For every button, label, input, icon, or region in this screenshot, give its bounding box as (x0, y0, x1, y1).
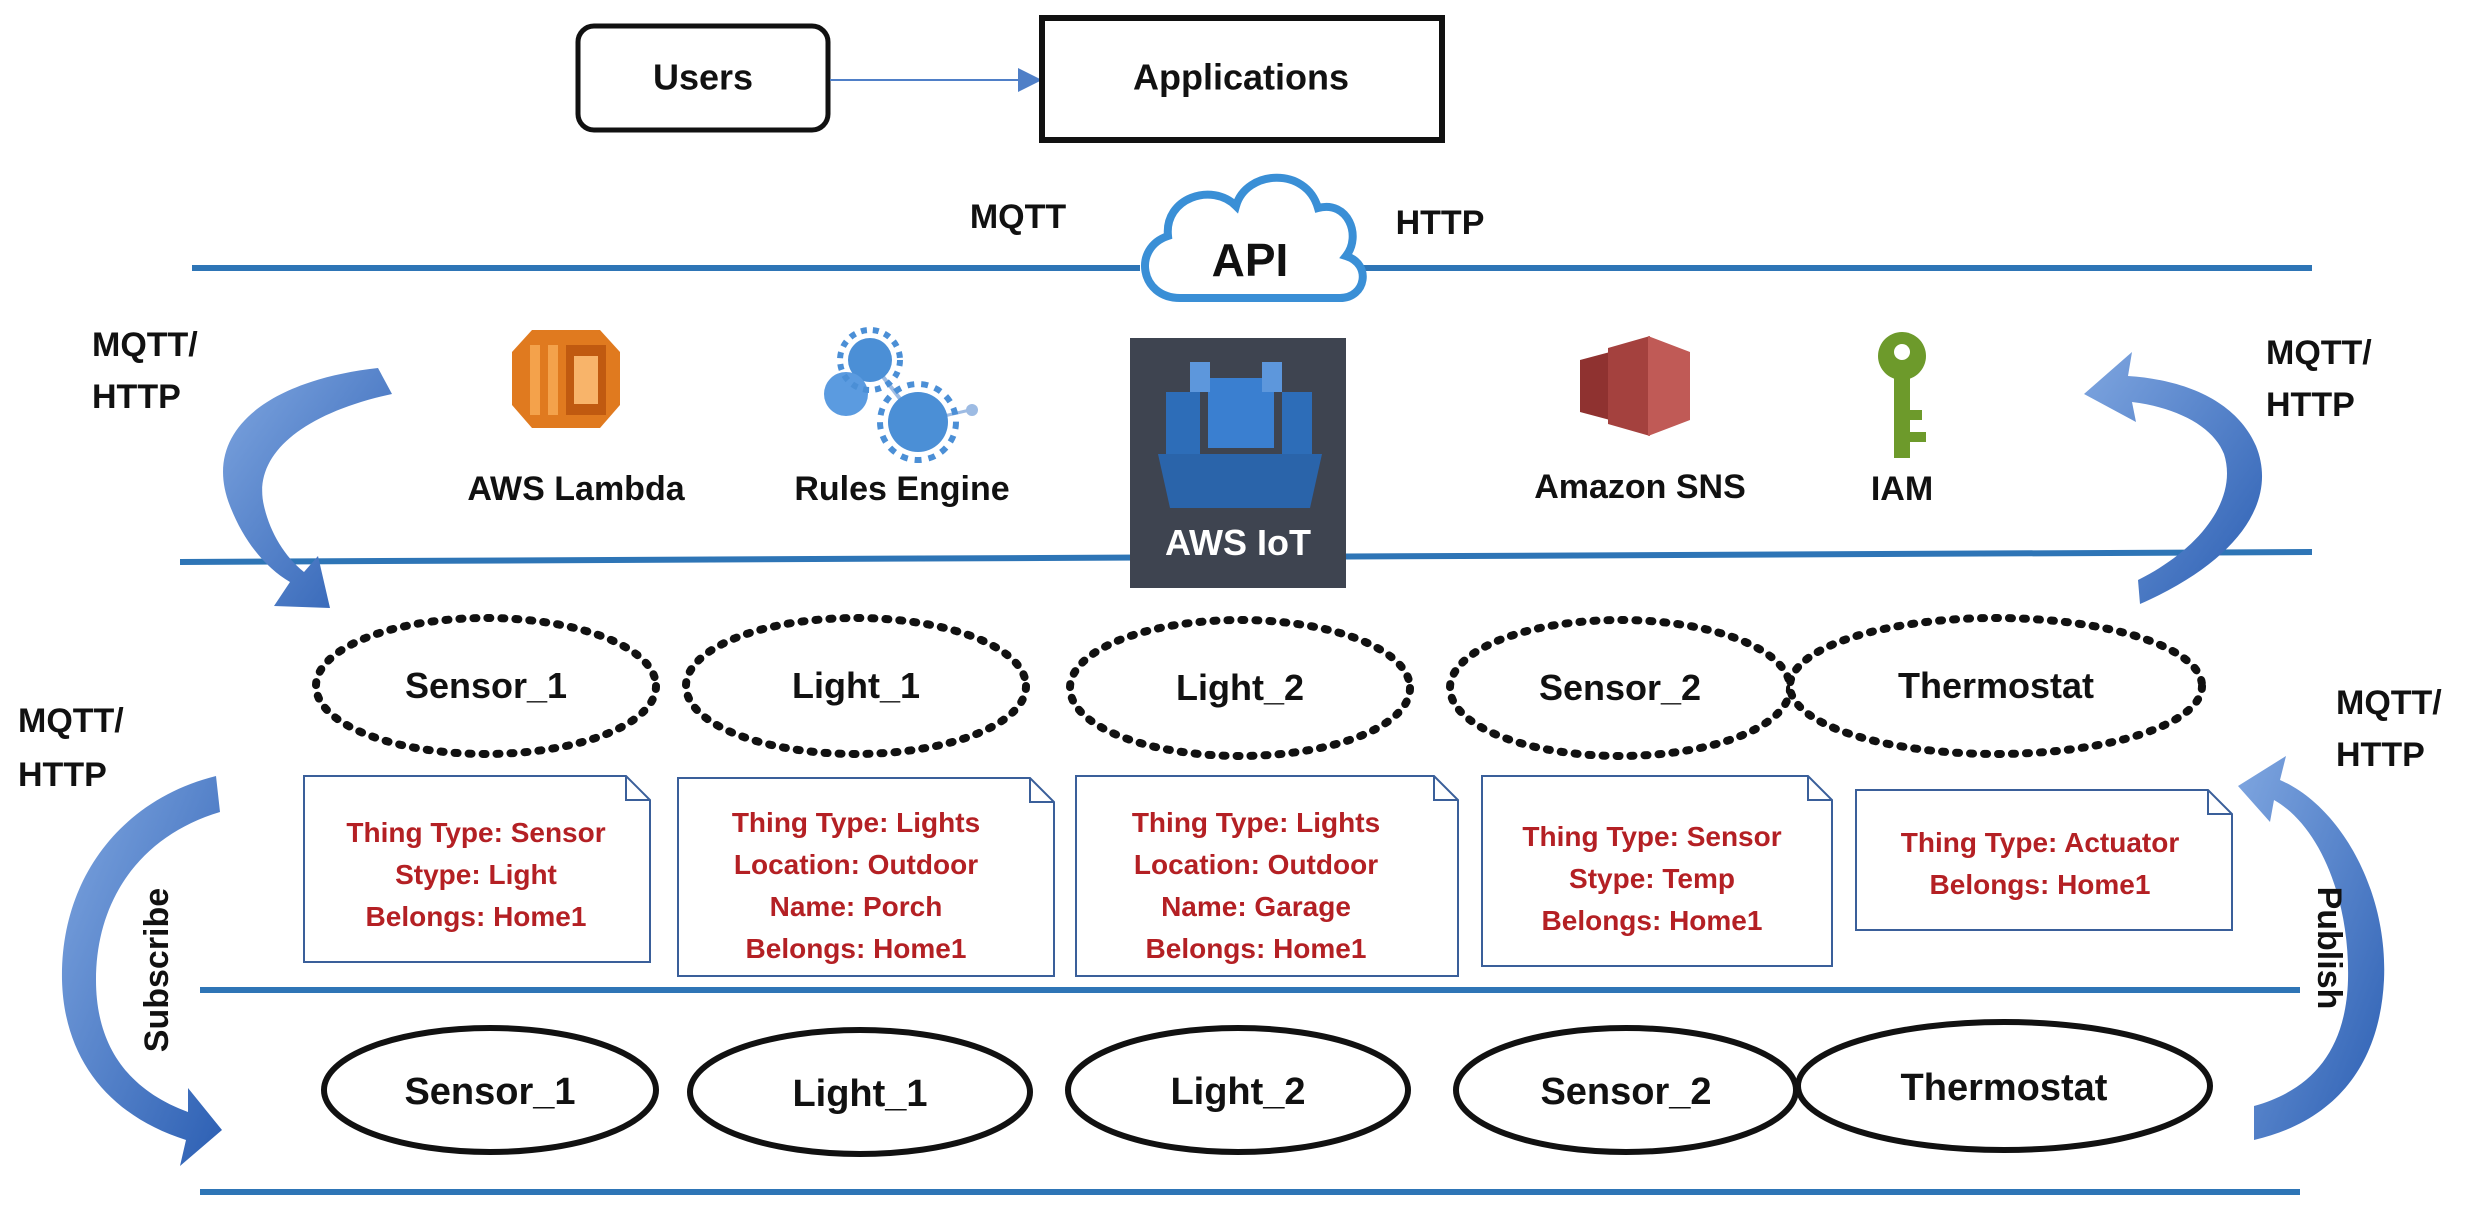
attribute-document: Thing Type: Lights Location: Outdoor Nam… (1075, 775, 1459, 977)
device-name: Thermostat (1901, 1067, 2108, 1109)
upper-right-protocol-line2: HTTP (2266, 386, 2355, 424)
upper-left-curved-arrow-icon (223, 368, 392, 608)
shadow-name: Light_1 (792, 665, 920, 706)
users-node: Users (575, 23, 831, 133)
attribute-line: Belongs: Home1 (1930, 869, 2151, 900)
attribute-document: Thing Type: Sensor Stype: Temp Belongs: … (1481, 775, 1833, 967)
attribute-line: Thing Type: Actuator (1901, 827, 2180, 858)
attribute-line: Belongs: Home1 (746, 933, 967, 964)
upper-right-curved-arrow-icon (2084, 352, 2263, 604)
publish-curved-arrow-icon (2238, 756, 2385, 1140)
device-ellipse: Sensor_1 (321, 1025, 659, 1155)
attribute-line: Thing Type: Sensor (1522, 821, 1781, 852)
device-ellipse: Thermostat (1795, 1019, 2213, 1153)
shadow-name: Thermostat (1898, 665, 2094, 706)
aws-iot-tile: AWS IoT (1130, 338, 1346, 588)
attribute-line: Stype: Light (395, 859, 557, 890)
iam-label: IAM (1871, 470, 1933, 508)
attribute-line: Location: Outdoor (734, 849, 978, 880)
attribute-document: Thing Type: Actuator Belongs: Home1 (1855, 789, 2233, 931)
attribute-line: Belongs: Home1 (1542, 905, 1763, 936)
subscribe-curved-arrow-icon (61, 776, 222, 1166)
users-label: Users (653, 57, 753, 98)
attribute-line: Name: Porch (770, 891, 943, 922)
device-ellipse: Sensor_2 (1453, 1025, 1799, 1155)
attribute-line: Thing Type: Lights (732, 807, 980, 838)
attribute-line: Thing Type: Sensor (346, 817, 605, 848)
attribute-line: Thing Type: Lights (1132, 807, 1380, 838)
applications-node: Applications (1039, 15, 1445, 143)
lambda-icon (512, 330, 620, 428)
shadow-ellipse: Light_1 (682, 614, 1030, 758)
attribute-document: Thing Type: Sensor Stype: Light Belongs:… (303, 775, 651, 963)
lower-left-protocol-line2: HTTP (18, 756, 107, 794)
lower-left-protocol-line1: MQTT/ (18, 702, 124, 740)
attribute-line: Belongs: Home1 (1146, 933, 1367, 964)
applications-label: Applications (1133, 57, 1349, 98)
rules-engine-label: Rules Engine (794, 470, 1009, 508)
device-ellipse: Light_2 (1065, 1025, 1411, 1155)
attribute-line: Location: Outdoor (1134, 849, 1378, 880)
shadow-name: Light_2 (1176, 667, 1304, 708)
aws-iot-icon (1158, 362, 1322, 508)
sns-icon (1580, 336, 1690, 436)
upper-left-protocol-line1: MQTT/ (92, 326, 198, 364)
shadow-ellipse: Sensor_1 (312, 614, 660, 758)
attribute-line: Name: Garage (1161, 891, 1351, 922)
api-cloud-icon: API (1141, 173, 1367, 302)
shadow-ellipse: Sensor_2 (1446, 616, 1794, 760)
shadow-ellipse: Light_2 (1066, 616, 1414, 760)
rules-engine-icon (824, 327, 978, 463)
key-icon (1878, 332, 1926, 458)
aws-lambda-label: AWS Lambda (467, 470, 685, 508)
shadow-name: Sensor_1 (405, 665, 567, 706)
mqtt-protocol-label: MQTT (970, 198, 1067, 236)
upper-left-protocol-line2: HTTP (92, 378, 181, 416)
amazon-sns-label: Amazon SNS (1534, 468, 1746, 506)
device-name: Sensor_2 (1540, 1071, 1711, 1113)
http-protocol-label: HTTP (1396, 204, 1485, 242)
device-name: Light_1 (792, 1073, 927, 1115)
aws-iot-label: AWS IoT (1165, 522, 1311, 563)
device-ellipse: Light_1 (687, 1027, 1033, 1157)
attribute-document: Thing Type: Lights Location: Outdoor Nam… (677, 777, 1055, 977)
lower-right-protocol-line1: MQTT/ (2336, 684, 2442, 722)
shadow-name: Sensor_2 (1539, 667, 1701, 708)
lower-right-protocol-line2: HTTP (2336, 736, 2425, 774)
device-name: Light_2 (1170, 1071, 1305, 1113)
api-label: API (1212, 234, 1289, 286)
upper-right-protocol-line1: MQTT/ (2266, 334, 2372, 372)
shadow-ellipse: Thermostat (1786, 614, 2206, 758)
attribute-line: Stype: Temp (1569, 863, 1735, 894)
publish-label: Publish (2310, 887, 2348, 1010)
device-name: Sensor_1 (404, 1071, 575, 1113)
attribute-line: Belongs: Home1 (366, 901, 587, 932)
subscribe-label: Subscribe (138, 888, 176, 1052)
